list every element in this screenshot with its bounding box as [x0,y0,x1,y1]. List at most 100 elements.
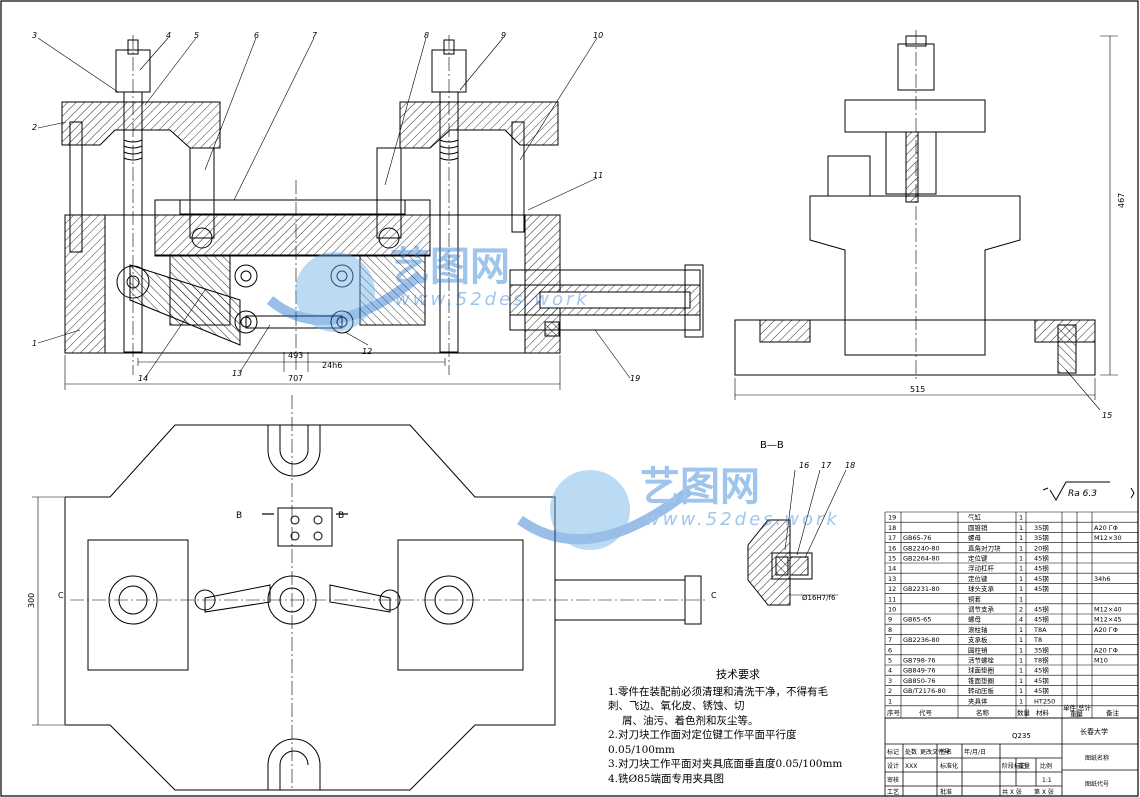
bom-row-name: 调节支承 [968,605,995,614]
bom-row-code: GB65-76 [903,534,931,542]
balloon-6: 6 [254,31,259,40]
support-plate-hatch [154,214,431,256]
bom-row-material: 45钢 [1034,555,1049,563]
side-block [827,155,871,197]
bom-row-note: M10 [1094,657,1108,665]
watermark-url-2: www.52des.work [645,509,840,530]
plan-lever-right [329,584,391,613]
section-c-left: C [58,591,64,600]
bom-row-qty: 1 [1019,667,1023,675]
bom-row-qty: 1 [1019,534,1023,542]
bom-row-no: 5 [888,657,892,665]
dim-707: 707 [288,374,303,383]
bom-row-no: 3 [888,677,892,685]
bom-row-material: 45钢 [1034,575,1049,583]
bom-row-material: HT250 [1034,697,1055,705]
balloon-10: 10 [593,31,603,40]
dim-24h6: 24h6 [322,361,342,370]
pivot-mid-top [234,264,258,288]
title-block [884,717,1139,797]
bom-row-note: 34h6 [1094,575,1111,583]
cutter-block [277,507,333,547]
plan-outline [64,424,556,791]
bom-row-qty: 1 [1019,626,1023,634]
side-body [809,195,1021,356]
bom-row-material: 45钢 [1034,585,1049,593]
bom-row-material: 35钢 [1034,646,1049,654]
locating-key [1057,324,1077,374]
slot-bottom [267,738,321,790]
bom-row-note: A20 ГΦ [1094,646,1118,654]
bom-row-no: 15 [888,555,896,563]
tech-line-6: 3.对刀块工作平面对夹具底面垂直度0.05/100mm [608,758,843,770]
tb-sign: 签名 [940,748,952,756]
link-bar [245,315,343,329]
pressure-plate-right [399,101,559,149]
bom-row-qty: 1 [1019,514,1023,522]
watermark-url-1: www.52des.work [395,289,590,310]
section-c-right: C [711,591,717,600]
bom-row-material: 35钢 [1034,524,1049,532]
tb-drawing-code: 图纸代号 [1085,780,1109,788]
watermark-brand-2: 艺图网 [640,464,760,510]
pivot-mid-bottom [234,310,258,334]
bom-header-code: 代号 [919,708,933,717]
tb-drawing-name: 图纸名称 [1085,754,1109,762]
bom-row-qty: 1 [1019,575,1023,583]
roughness-value: Ra 6.3 [1068,489,1097,499]
bom-row-name: 圆锥销 [968,523,988,532]
balloon-16: 16 [799,461,809,470]
bom-row-name: 锥面垫圈 [968,676,994,685]
tb-material: Q235 [1012,732,1031,740]
bom-row-no: 2 [888,687,892,695]
bom-row-no: 7 [888,636,892,644]
bom-row-no: 4 [888,667,892,675]
bom-row-no: 14 [888,565,896,573]
bom-row-qty: 1 [1019,585,1023,593]
adjust-support-right [511,121,525,233]
bom-row-qty: 1 [1019,565,1023,573]
bom-row-note: A20 ГΦ [1094,626,1118,634]
pivot-right-top [330,264,354,288]
bom-row-code: GB850-76 [903,677,936,685]
side-base [734,319,1096,376]
bom-row-qty: 1 [1019,657,1023,665]
side-clamp-plate [844,99,986,133]
bom-row-qty: 1 [1019,646,1023,654]
balloon-3: 3 [32,31,37,40]
balloon-2: 2 [32,123,37,132]
balloon-13: 13 [232,369,242,378]
dim-493: 493 [288,351,303,360]
bom-row-qty: 1 [1019,697,1023,705]
tech-title: 技术要求 [716,668,760,681]
tb-scale: 1:1 [1042,777,1052,784]
tb-scale-label: 比例 [1040,762,1052,770]
bom-row-name: 定位键 [968,574,988,583]
tb-process: 工艺 [887,788,899,796]
bom-row-code: GB2264-80 [903,555,940,563]
tb-design-name: XXX [905,763,917,770]
bom-row-qty: 1 [1019,595,1023,603]
tech-line-3: 屑、油污、着色剂和灰尘等。 [622,714,759,727]
bom-row-no: 17 [888,534,896,542]
bom-row-no: 18 [888,524,896,532]
pivot-right-bottom [330,310,354,334]
balloon-9: 9 [501,31,506,40]
bom-row-material: 45钢 [1034,616,1049,624]
bom-row-no: 11 [888,595,896,603]
bom-row-code: GB2240-80 [903,544,940,552]
bom-row-no: 16 [888,544,896,552]
tb-sheet: 第 X 张 [1034,788,1054,796]
balloon-1: 1 [32,339,37,348]
bom-row-no: 19 [888,514,896,522]
tech-line-4: 2.对刀块工作面对定位键工作平面平行度 [608,729,797,741]
bom-row-qty: 1 [1019,524,1023,532]
section-bb-title: B—B [760,440,784,451]
top-locator [179,199,406,215]
bom-row-note: A20 ГΦ [1094,524,1118,532]
dim-467: 467 [1117,193,1126,208]
plan-view [32,395,705,791]
bom-row-material: 20钢 [1034,544,1049,552]
balloon-7: 7 [312,31,318,40]
